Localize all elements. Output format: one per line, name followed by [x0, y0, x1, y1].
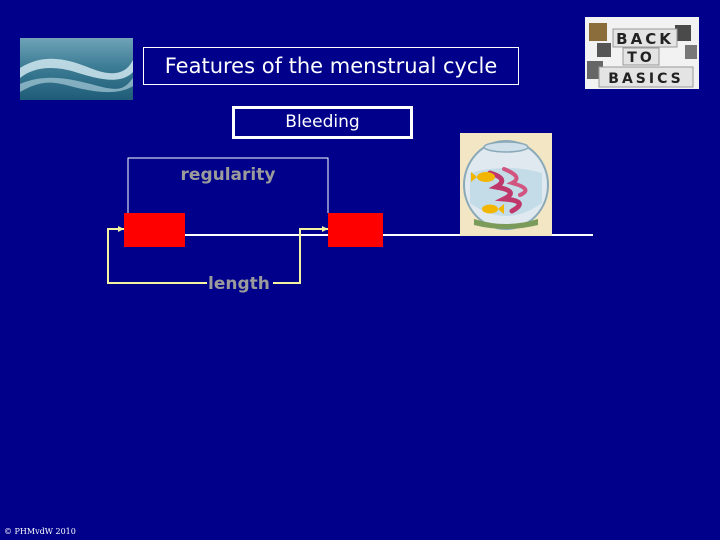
arrowhead-right-icon: [322, 226, 328, 232]
badge-to-text: TO: [627, 50, 654, 66]
period-block-1: [124, 213, 185, 247]
period-block-2: [328, 213, 383, 247]
wave-logo-icon: [20, 38, 133, 100]
copyright-text: © PHMvdW 2010: [4, 527, 76, 536]
length-connector-right: [273, 228, 328, 284]
length-connector-left: [107, 228, 207, 284]
bleeding-label: Bleeding: [235, 109, 410, 136]
regularity-bracket: [127, 157, 329, 213]
length-label: length: [208, 274, 270, 294]
arrowhead-left-icon: [118, 226, 124, 232]
fishbowl-icon: [460, 133, 552, 236]
badge-back-text: BACK: [616, 30, 674, 48]
regularity-label: regularity: [180, 165, 276, 185]
slide-title: Features of the menstrual cycle: [143, 47, 519, 85]
back-to-basics-badge-icon: BACK TO BASICS: [585, 17, 699, 89]
bleeding-box: Bleeding: [232, 106, 413, 139]
badge-basics-text: BASICS: [608, 71, 683, 87]
